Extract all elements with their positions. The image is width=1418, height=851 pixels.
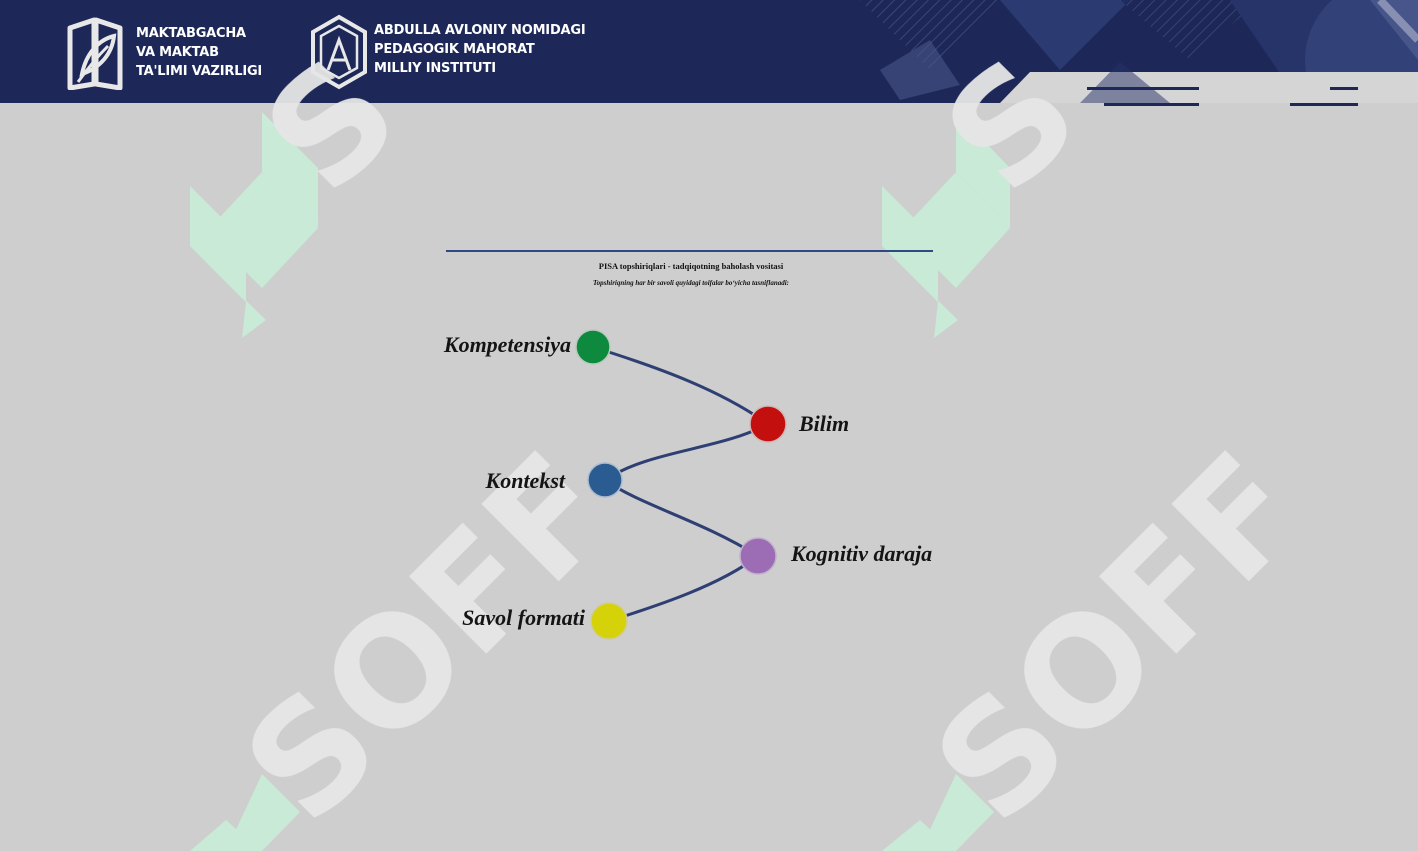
node-savol-formati	[590, 602, 628, 640]
label-kognitiv-daraja: Kognitiv daraja	[791, 541, 933, 566]
label-kontekst: Kontekst	[485, 468, 565, 493]
ministry-logo: MAKTABGACHA VA MAKTAB TA'LIMI VAZIRLIGI	[64, 14, 262, 90]
institute-name-line-2: PEDAGOGIK MAHORAT	[374, 41, 535, 57]
book-leaf-icon	[67, 17, 123, 90]
institute-logo: ABDULLA AVLONIY NOMIDAGI PEDAGOGIK MAHOR…	[310, 14, 586, 90]
node-kontekst	[587, 462, 623, 498]
ministry-name-line-2: VA MAKTAB	[136, 44, 219, 60]
institute-name-line-1: ABDULLA AVLONIY NOMIDAGI	[374, 22, 586, 38]
label-kompetensiya: Kompetensiya	[443, 332, 571, 357]
header-banner: MAKTABGACHA VA MAKTAB TA'LIMI VAZIRLIGI …	[0, 0, 1418, 103]
ministry-name: MAKTABGACHA VA MAKTAB TA'LIMI VAZIRLIGI	[136, 24, 262, 81]
header-decoration	[860, 0, 1418, 103]
hexagon-a-icon	[311, 14, 367, 90]
decor-line	[1104, 103, 1199, 106]
ministry-name-line-1: MAKTABGACHA	[136, 25, 246, 41]
institute-name: ABDULLA AVLONIY NOMIDAGI PEDAGOGIK MAHOR…	[374, 21, 586, 78]
slide-subtitle: Topshiriqning har bir savoli quyidagi to…	[593, 279, 789, 287]
node-bilim	[749, 405, 787, 443]
institute-name-line-3: MILLIY INSTITUTI	[374, 60, 496, 76]
node-kompetensiya	[575, 329, 611, 365]
decor-line	[1087, 87, 1199, 90]
ministry-name-line-3: TA'LIMI VAZIRLIGI	[136, 63, 263, 79]
label-bilim: Bilim	[799, 411, 850, 436]
decor-line	[1330, 87, 1358, 90]
slide-title: PISA topshiriqlari - tadqiqotning bahola…	[598, 261, 784, 271]
label-savol-formati: Savol formati	[462, 605, 585, 630]
node-kognitiv-daraja	[739, 537, 777, 575]
title-divider	[446, 250, 933, 252]
decor-line	[1290, 103, 1358, 106]
